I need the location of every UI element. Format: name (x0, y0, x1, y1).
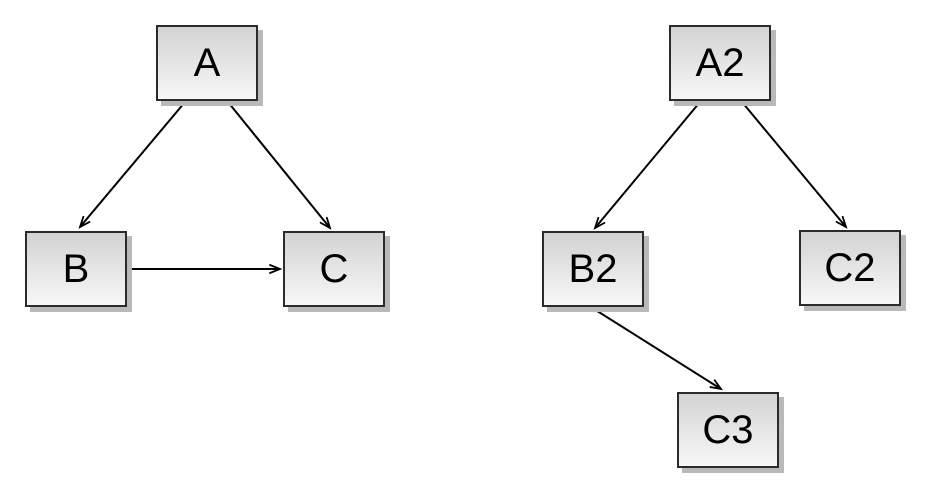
node-c2[interactable]: C2 (799, 230, 901, 306)
node-c2-label: C2 (824, 246, 876, 290)
node-b-label: B (62, 247, 90, 291)
edge-a2-to-b2[interactable] (593, 101, 701, 230)
node-b[interactable]: B (25, 231, 127, 307)
node-c3-label: C3 (702, 408, 754, 452)
node-c-label: C (319, 247, 349, 291)
node-c3[interactable]: C3 (677, 392, 779, 468)
node-a[interactable]: A (156, 25, 258, 101)
node-b2[interactable]: B2 (542, 231, 644, 307)
node-a-label: A (193, 41, 221, 85)
edge-a-to-b[interactable] (78, 101, 186, 229)
edge-b2-to-c3[interactable] (593, 308, 724, 391)
node-a2-label: A2 (695, 41, 745, 85)
edge-a2-to-c2[interactable] (741, 101, 848, 229)
node-c[interactable]: C (283, 231, 385, 307)
node-b2-label: B2 (568, 247, 618, 291)
edge-a-to-c[interactable] (227, 101, 332, 230)
node-a2[interactable]: A2 (669, 25, 771, 101)
